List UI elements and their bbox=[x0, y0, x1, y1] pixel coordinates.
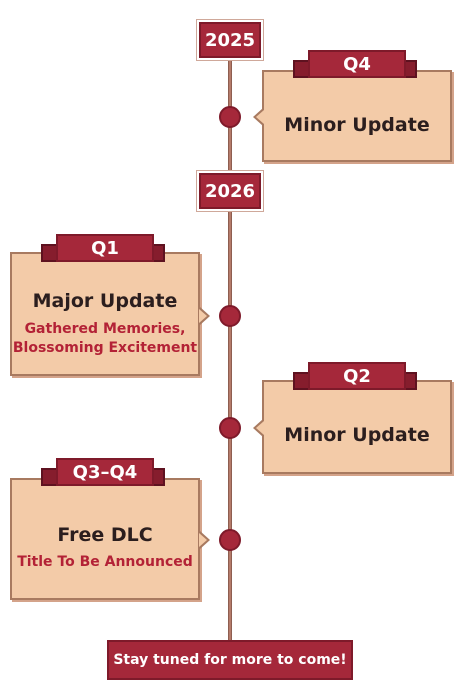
card-title: Free DLC bbox=[57, 524, 153, 546]
timeline-dot bbox=[219, 305, 241, 327]
year-label-2025: 2025 bbox=[199, 22, 261, 58]
timeline-dot bbox=[219, 417, 241, 439]
timeline-card-q2-2026: Minor Update bbox=[262, 380, 452, 474]
quarter-ribbon: Q4 bbox=[308, 50, 406, 78]
timeline-dot bbox=[219, 529, 241, 551]
card-subtitle: Gathered Memories, bbox=[24, 321, 186, 337]
card-subtitle: Title To Be Announced bbox=[17, 554, 193, 570]
card-title: Minor Update bbox=[284, 114, 430, 136]
card-title: Major Update bbox=[32, 290, 178, 312]
card-subtitle: Blossoming Excitement bbox=[12, 340, 198, 356]
card-pointer bbox=[253, 419, 264, 437]
timeline-line-highlight bbox=[229, 40, 231, 650]
quarter-ribbon: Q3–Q4 bbox=[56, 458, 154, 486]
timeline-card-q3q4-2026: Free DLC Title To Be Announced bbox=[10, 478, 200, 600]
card-pointer bbox=[199, 307, 210, 325]
footer-banner: Stay tuned for more to come! bbox=[107, 640, 353, 680]
year-label-2026: 2026 bbox=[199, 173, 261, 209]
timeline-card-q4-2025: Minor Update bbox=[262, 70, 452, 162]
card-pointer bbox=[199, 531, 210, 549]
card-pointer bbox=[253, 108, 264, 126]
card-title: Minor Update bbox=[284, 424, 430, 446]
quarter-ribbon: Q1 bbox=[56, 234, 154, 262]
quarter-ribbon: Q2 bbox=[308, 362, 406, 390]
timeline-card-q1-2026: Major Update Gathered Memories, Blossomi… bbox=[10, 252, 200, 376]
timeline-dot bbox=[219, 106, 241, 128]
